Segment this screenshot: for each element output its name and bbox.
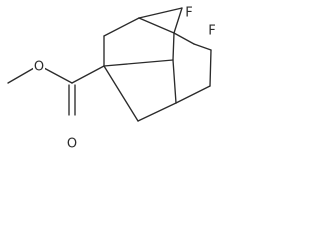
carbonyl-oxygen-label: O	[67, 137, 77, 152]
bond-cage-5	[173, 7, 183, 34]
bond-cage-6	[173, 32, 195, 45]
carbonyl-oxygen-background	[66, 135, 78, 153]
bond-carbonyl-carbon-bridgehead	[71, 65, 105, 84]
fluorine-2-background	[207, 23, 217, 40]
molecule-structure: O O F F	[7, 5, 217, 153]
bond-oxygen-carbonyl-carbon	[43, 67, 73, 84]
bond-cage-10	[175, 85, 211, 104]
fluorine-1-label: F	[185, 6, 192, 21]
bond-cage-9	[209, 49, 212, 87]
bond-methyl-oxygen	[7, 67, 35, 84]
fluorine-2-label: F	[208, 24, 215, 39]
bond-cage-8	[193, 43, 212, 51]
bond-cage-4	[138, 17, 175, 34]
ester-oxygen-label: O	[34, 60, 44, 75]
atom-labels: O O F F	[33, 5, 217, 153]
bond-cage-7	[172, 32, 175, 61]
ester-oxygen-background	[33, 58, 45, 76]
bond-cage-12	[103, 65, 139, 122]
bond-cage-13	[103, 59, 174, 67]
bond-cage-3	[138, 7, 183, 19]
bond-cage-2	[103, 17, 140, 37]
bond-lines	[7, 7, 212, 122]
fluorine-1-background	[184, 5, 194, 22]
bond-cage-14	[172, 59, 177, 104]
bond-cage-11	[137, 102, 177, 122]
